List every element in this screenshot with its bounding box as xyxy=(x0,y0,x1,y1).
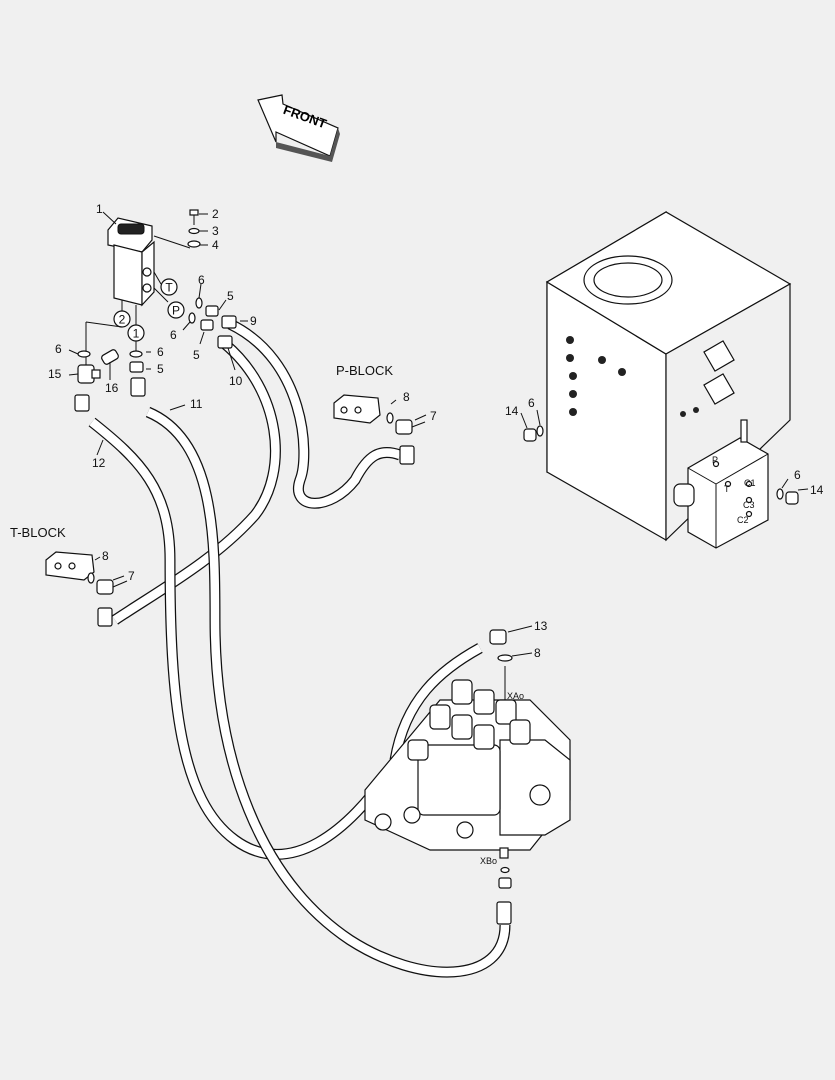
hose-12 xyxy=(88,417,395,860)
svg-text:2: 2 xyxy=(119,313,126,327)
valve-port-p-label: P xyxy=(712,455,718,465)
svg-text:1: 1 xyxy=(133,327,140,341)
callout-13: 13 xyxy=(534,619,548,633)
callout-7-p: 7 xyxy=(430,409,437,423)
callout-1: 1 xyxy=(96,202,103,216)
callout-15: 15 xyxy=(48,367,62,381)
callout-16: 16 xyxy=(105,381,119,395)
callout-12: 12 xyxy=(92,456,106,470)
callout-8-t: 8 xyxy=(102,549,109,563)
port-labels: XAo XBo P T C1 C3 C2 xyxy=(480,455,756,866)
svg-text:P: P xyxy=(172,304,180,318)
tee-fitting-15 xyxy=(77,364,101,384)
hose-10 xyxy=(111,339,281,625)
port-xao-label: XAo xyxy=(507,691,524,701)
callout-6-left: 6 xyxy=(55,342,62,356)
callout-numbers: 1 2 3 4 6 5 9 6 5 10 6 15 16 6 5 11 12 8… xyxy=(48,202,824,660)
callout-6-right: 6 xyxy=(157,345,164,359)
valve-port-c1-label: C1 xyxy=(744,478,756,488)
valve-port-t-label: T xyxy=(724,484,730,494)
block-labels: P-BLOCK T-BLOCK xyxy=(10,363,393,540)
front-direction-arrow: FRONT xyxy=(257,94,340,162)
main-control-valve xyxy=(364,666,571,859)
port-p-marker xyxy=(167,301,185,319)
callout-leaders xyxy=(68,211,809,657)
callout-5-mid: 5 xyxy=(193,348,200,362)
callout-9: 9 xyxy=(250,314,257,328)
svg-text:T: T xyxy=(165,281,173,295)
callout-10: 10 xyxy=(229,374,243,388)
port-xbo-label: XBo xyxy=(480,856,497,866)
p-block-label: P-BLOCK xyxy=(336,363,393,378)
hose-end-fittings xyxy=(74,315,512,925)
hose-11 xyxy=(145,406,511,978)
callout-8-p: 8 xyxy=(403,390,410,404)
t-block-label: T-BLOCK xyxy=(10,525,66,540)
callout-2: 2 xyxy=(212,207,219,221)
valve-port-c3-label: C3 xyxy=(743,500,755,510)
fittings-5-6-top xyxy=(77,297,219,373)
valve-port-c2-label: C2 xyxy=(737,515,749,525)
callout-6-mid: 6 xyxy=(170,328,177,342)
callout-6-top: 6 xyxy=(198,273,205,287)
port-t-marker xyxy=(160,278,178,296)
bolt-2-washers-3-4 xyxy=(153,209,201,249)
callout-3: 3 xyxy=(212,224,219,238)
callout-6-valve: 6 xyxy=(794,468,801,482)
t-block xyxy=(45,551,128,595)
callout-11: 11 xyxy=(190,397,203,411)
callout-8-cv: 8 xyxy=(534,646,541,660)
tank-side-valve xyxy=(673,419,799,549)
circled-port-markers: T P 2 1 xyxy=(85,271,185,375)
elbow-fitting-13 xyxy=(489,629,513,889)
callout-14-left: 14 xyxy=(505,404,519,418)
hydraulic-tank xyxy=(545,210,792,542)
hose-13-line xyxy=(389,643,483,761)
hose-9 xyxy=(227,319,402,509)
callout-6-tank: 6 xyxy=(528,396,535,410)
fitting-16 xyxy=(101,349,119,365)
pilot-valve-1 xyxy=(107,217,155,307)
callout-4: 4 xyxy=(212,238,219,252)
callout-5-right: 5 xyxy=(157,362,164,376)
callout-14-right: 14 xyxy=(810,483,824,497)
callout-7-t: 7 xyxy=(128,569,135,583)
fittings-14-6-tank xyxy=(523,425,544,442)
callout-5-top: 5 xyxy=(227,289,234,303)
p-block xyxy=(333,394,426,435)
